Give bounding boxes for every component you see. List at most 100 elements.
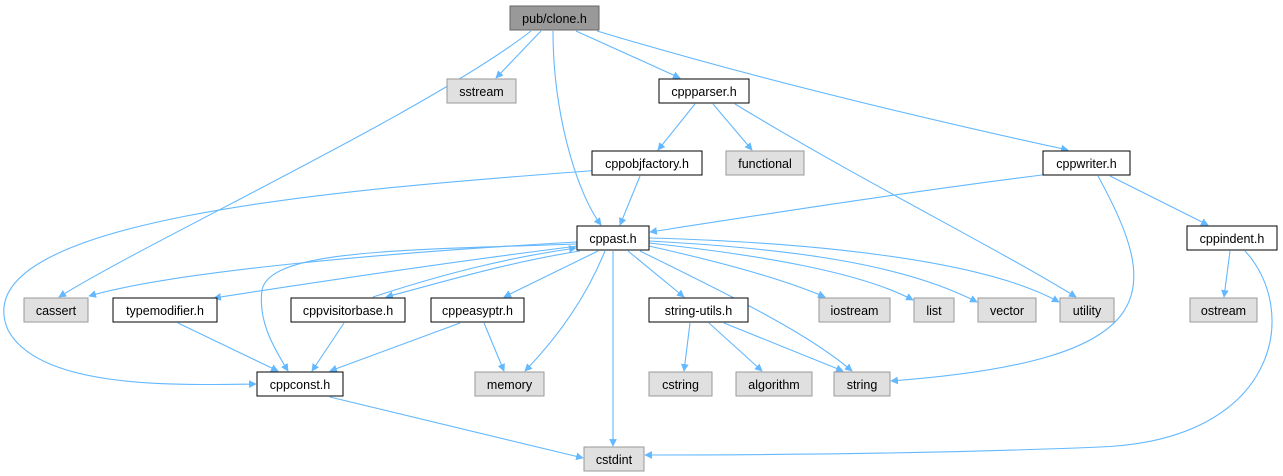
- node-memory: memory: [474, 371, 545, 397]
- node-cppconst[interactable]: cppconst.h: [256, 371, 344, 397]
- node-cassert: cassert: [23, 297, 89, 323]
- node-box: [583, 446, 645, 472]
- node-label: functional: [738, 157, 792, 171]
- node-box: [256, 371, 344, 397]
- node-clone[interactable]: pub/clone.h: [509, 5, 600, 31]
- node-label: ostream: [1201, 304, 1246, 318]
- edge-cppast-to-utility: [648, 237, 1060, 303]
- node-box: [430, 297, 525, 323]
- edge-cppast-to-cassert: [88, 241, 578, 298]
- edges-layer: [3, 30, 1273, 461]
- node-algorithm: algorithm: [735, 371, 813, 397]
- node-cstring: cstring: [648, 371, 713, 397]
- edge-clone-to-sstream: [495, 30, 542, 79]
- node-stringutils[interactable]: string-utils.h: [648, 297, 749, 323]
- edge-stringutils-to-string: [723, 322, 844, 372]
- node-box: [833, 371, 891, 397]
- edge-cppparser-to-cppobjfactory: [657, 103, 696, 151]
- edge-cppast-to-stringutils: [627, 250, 685, 298]
- node-label: string: [847, 378, 878, 392]
- node-box: [977, 297, 1037, 323]
- node-label: pub/clone.h: [522, 12, 587, 26]
- node-cppast[interactable]: cppast.h: [576, 225, 650, 251]
- edge-cppparser-to-utility: [734, 103, 1077, 298]
- node-iostream: iostream: [818, 297, 891, 323]
- node-cstdint: cstdint: [583, 446, 645, 472]
- edge-clone-to-cppast: [552, 30, 602, 226]
- node-label: cppwriter.h: [1056, 157, 1116, 171]
- node-vector: vector: [977, 297, 1037, 323]
- edge-clone-to-cppparser: [575, 30, 681, 79]
- node-box: [913, 297, 955, 323]
- edge-cppvisitorbase-to-cppconst: [311, 322, 345, 372]
- edge-cppindent-to-cstdint: [644, 250, 1273, 459]
- node-cppparser[interactable]: cppparser.h: [658, 78, 750, 104]
- edge-typemodifier-to-cppconst: [177, 322, 279, 372]
- edge-cppast-to-list: [648, 242, 914, 301]
- node-label: utility: [1073, 304, 1102, 318]
- node-string: string: [833, 371, 891, 397]
- edge-cppwriter-to-cppast: [649, 173, 1051, 235]
- node-label: cppobjfactory.h: [605, 157, 689, 171]
- node-label: cstdint: [596, 453, 633, 467]
- node-label: cstring: [662, 378, 699, 392]
- node-label: cppvisitorbase.h: [303, 304, 393, 318]
- edge-cppvisitorbase-to-cppast: [372, 245, 577, 298]
- edge-cppast-to-string: [639, 250, 853, 372]
- edge-cppast-to-iostream: [648, 245, 826, 298]
- node-label: cppeasyptr.h: [442, 304, 513, 318]
- node-label: cppindent.h: [1200, 232, 1265, 246]
- edge-cppast-to-vector: [648, 240, 978, 303]
- node-box: [474, 371, 545, 397]
- node-box: [509, 5, 600, 31]
- edge-cppast-to-memory: [524, 250, 606, 372]
- node-box: [1059, 297, 1115, 323]
- edge-clone-to-cppwriter: [596, 30, 1069, 153]
- node-box: [648, 371, 713, 397]
- node-box: [446, 78, 517, 104]
- edge-cppwriter-to-cppindent: [1109, 175, 1209, 226]
- edge-cppobjfactory-to-cppconst: [3, 169, 603, 388]
- node-functional: functional: [725, 150, 805, 176]
- node-box: [290, 297, 406, 323]
- node-box: [725, 150, 805, 176]
- node-box: [591, 150, 703, 176]
- node-label: cppconst.h: [270, 378, 331, 392]
- node-utility: utility: [1059, 297, 1115, 323]
- node-box: [658, 78, 750, 104]
- node-label: vector: [990, 304, 1024, 318]
- node-label: cassert: [36, 304, 77, 318]
- node-cppeasyptr[interactable]: cppeasyptr.h: [430, 297, 525, 323]
- node-box: [735, 371, 813, 397]
- edge-cppast-to-cppvisitorbase: [385, 250, 581, 299]
- node-label: cppparser.h: [671, 85, 736, 99]
- node-box: [648, 297, 749, 323]
- node-ostream: ostream: [1189, 297, 1258, 323]
- node-cppvisitorbase[interactable]: cppvisitorbase.h: [290, 297, 406, 323]
- edge-stringutils-to-cstring: [681, 322, 691, 372]
- edge-cppobjfactory-to-cppast: [619, 175, 641, 226]
- nodes-layer: pub/clone.h sstream cppparser.h cppobjfacto…: [23, 5, 1278, 472]
- edge-stringutils-to-algorithm: [708, 322, 763, 372]
- node-box: [1042, 150, 1131, 176]
- node-sstream: sstream: [446, 78, 517, 104]
- edge-cppast-to-typemodifier: [213, 245, 579, 301]
- edge-cppindent-to-ostream: [1221, 250, 1231, 298]
- edge-cppast-to-cppeasyptr: [503, 250, 599, 298]
- edge-cppconst-to-cstdint: [329, 396, 584, 461]
- node-box: [23, 297, 89, 323]
- node-typemodifier[interactable]: typemodifier.h: [112, 297, 218, 323]
- node-label: list: [926, 304, 942, 318]
- node-label: memory: [487, 378, 533, 392]
- node-box: [576, 225, 650, 251]
- node-cppwriter[interactable]: cppwriter.h: [1042, 150, 1131, 176]
- edge-cppeasyptr-to-cppconst: [329, 322, 461, 373]
- node-label: string-utils.h: [665, 304, 732, 318]
- node-list: list: [913, 297, 955, 323]
- edge-cppwriter-to-string: [890, 175, 1135, 385]
- node-cppindent[interactable]: cppindent.h: [1186, 225, 1278, 251]
- node-box: [818, 297, 891, 323]
- edge-cppeasyptr-to-memory: [483, 322, 505, 372]
- node-cppobjfactory[interactable]: cppobjfactory.h: [591, 150, 703, 176]
